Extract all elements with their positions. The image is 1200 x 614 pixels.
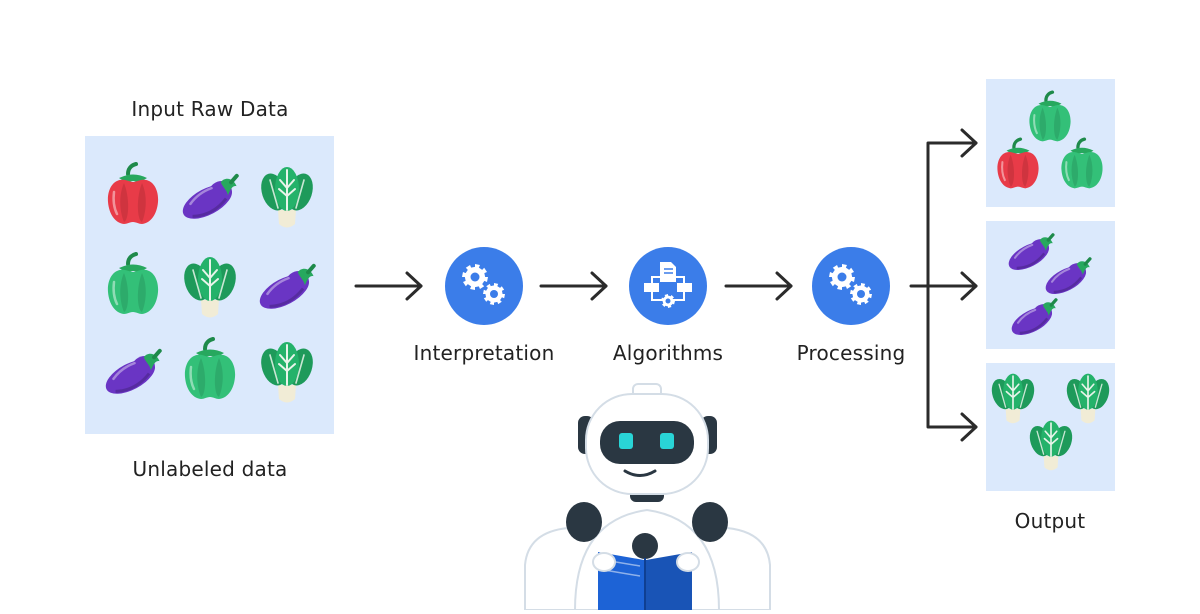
red-pepper-icon bbox=[997, 137, 1039, 189]
gears-icon bbox=[829, 264, 872, 305]
input-caption: Unlabeled data bbox=[132, 457, 288, 481]
output-caption: Output bbox=[1014, 509, 1086, 533]
bok-choy-icon bbox=[261, 342, 313, 403]
eggplant-icon bbox=[1045, 257, 1092, 295]
algorithms-circle bbox=[629, 247, 707, 325]
arrow-algorithms-to-processing bbox=[724, 271, 793, 301]
branch-arrows bbox=[909, 128, 978, 442]
bok-choy-icon bbox=[184, 257, 236, 318]
step-label-interpretation: Interpretation bbox=[413, 341, 555, 365]
red-pepper-icon bbox=[107, 162, 159, 224]
arrow-input-to-interpretation bbox=[354, 271, 423, 301]
gears-icon bbox=[462, 264, 505, 305]
processing-circle bbox=[812, 247, 890, 325]
flowchart-icon bbox=[644, 262, 692, 308]
eggplant-icon bbox=[259, 263, 316, 309]
bok-choy-icon bbox=[1066, 373, 1110, 424]
robot-reading-icon bbox=[524, 383, 771, 610]
bok-choy-icon bbox=[991, 373, 1035, 424]
eggplant-icon bbox=[1011, 298, 1058, 336]
step-label-processing: Processing bbox=[796, 341, 906, 365]
green-pepper-icon bbox=[107, 252, 159, 314]
step-label-algorithms: Algorithms bbox=[612, 341, 724, 365]
eggplant-icon bbox=[182, 173, 239, 219]
green-pepper-icon bbox=[1061, 137, 1103, 189]
output-panel-peppers bbox=[986, 79, 1115, 207]
input-title: Input Raw Data bbox=[131, 97, 289, 121]
bok-choy-icon bbox=[1029, 420, 1073, 471]
arrow-interpretation-to-algorithms bbox=[539, 271, 608, 301]
green-pepper-icon bbox=[184, 337, 236, 399]
green-pepper-icon bbox=[1029, 90, 1071, 142]
eggplant-icon bbox=[105, 348, 162, 394]
bok-choy-icon bbox=[261, 167, 313, 228]
eggplant-icon bbox=[1008, 233, 1055, 271]
